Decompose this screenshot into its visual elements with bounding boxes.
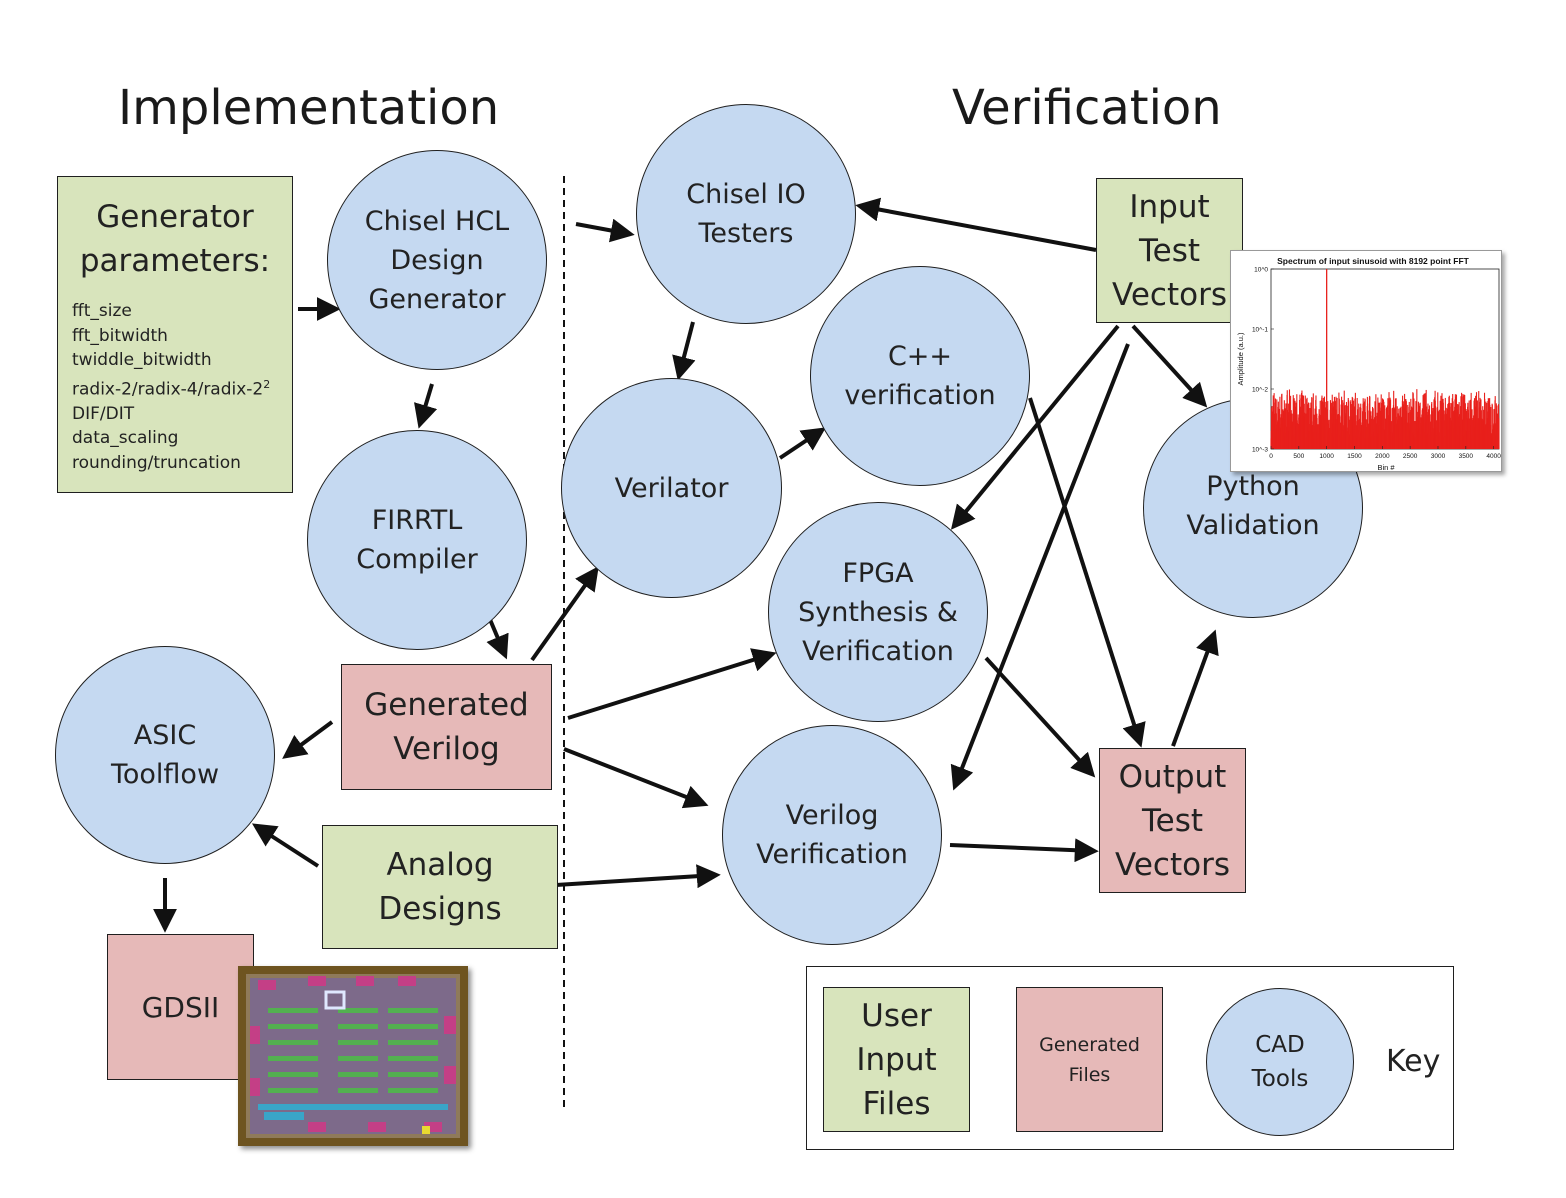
generator-parameters-box: Generator parameters: fft_size fft_bitwi… <box>57 176 293 493</box>
x-tick-label: 500 <box>1293 453 1304 460</box>
arrow-verilog-to-verilator <box>530 566 599 662</box>
verilog-verification-node: Verilog Verification <box>722 725 942 945</box>
firrtl-node: FIRRTL Compiler <box>307 430 527 650</box>
chisel-io-testers-node: Chisel IO Testers <box>636 104 856 324</box>
x-tick-label: 3500 <box>1459 453 1474 460</box>
arrow-chisel-to-firrtl <box>414 383 438 429</box>
arrow-input-to-python <box>1131 324 1208 408</box>
implementation-heading: Implementation <box>118 80 500 136</box>
fpga-node: FPGA Synthesis & Verification <box>768 502 988 722</box>
param-item: twiddle_bitwidth <box>72 350 212 370</box>
param-item: rounding/truncation <box>72 452 241 473</box>
y-tick-label: 10^-2 <box>1252 387 1268 394</box>
arrow-analog-to-verilogver <box>555 864 721 889</box>
arrow-input-to-fpga <box>950 324 1120 530</box>
x-tick-label: 2000 <box>1375 453 1390 460</box>
param-item: data_scaling <box>72 428 179 449</box>
x-tick-label: 4000 <box>1486 453 1501 460</box>
key-user-input-files: User Input Files <box>823 987 970 1132</box>
param-item: radix-2/radix-4/radix-22 <box>72 377 271 400</box>
y-tick-label: 10^-3 <box>1252 447 1268 454</box>
x-tick-label: 0 <box>1269 453 1273 460</box>
key-cad-tools: CAD Tools <box>1206 988 1354 1136</box>
arrow-output-to-python <box>1171 629 1219 747</box>
param-item: fft_bitwidth <box>72 325 168 346</box>
arrow-verilog-to-asic <box>282 720 334 759</box>
key-label: Key <box>1386 1044 1441 1079</box>
arrow-cpp-to-output <box>1028 397 1146 748</box>
arrow-verilog-to-fpga <box>567 648 777 720</box>
y-tick-label: 10^-1 <box>1252 327 1268 334</box>
chip-layout-image <box>238 966 468 1146</box>
chart-title: Spectrum of input sinusoid with 8192 poi… <box>1277 256 1470 266</box>
arrow-analog-to-asic <box>251 823 320 868</box>
x-tick-label: 2500 <box>1403 453 1418 460</box>
verilator-node: Verilator <box>561 378 782 598</box>
chisel-hcl-node: Chisel HCL Design Generator <box>327 150 547 370</box>
arrow-testers-to-verilator <box>672 321 696 381</box>
arrow-verilog-to-verilogver <box>563 747 709 809</box>
python-validation-node: Python Validation <box>1143 398 1363 618</box>
param-item: DIF/DIT <box>72 403 135 424</box>
x-tick-label: 3000 <box>1431 453 1446 460</box>
parameter-list: fft_size fft_bitwidth twiddle_bitwidth r… <box>72 299 270 475</box>
generated-verilog-box: Generated Verilog <box>341 664 552 790</box>
chart-xlabel: Bin # <box>1377 463 1395 472</box>
input-test-vectors-box: Input Test Vectors <box>1096 178 1243 323</box>
generator-parameters-title: Generator parameters: <box>79 199 271 279</box>
key-generated-files: Generated Files <box>1016 987 1163 1132</box>
arrow-chisel-to-testers <box>575 218 635 243</box>
arrow-fpga-to-output <box>984 656 1096 778</box>
verification-heading: Verification <box>952 80 1222 136</box>
output-test-vectors-box: Output Test Vectors <box>1099 748 1246 893</box>
analog-designs-box: Analog Designs <box>322 825 558 949</box>
arrow-input-to-testers <box>855 197 1097 252</box>
x-tick-label: 1500 <box>1347 453 1362 460</box>
x-tick-label: 1000 <box>1319 453 1334 460</box>
spectrum-chart: Spectrum of input sinusoid with 8192 poi… <box>1230 250 1502 472</box>
y-tick-label: 10^0 <box>1254 267 1268 274</box>
arrow-input-to-verilogver <box>950 343 1130 791</box>
chart-ylabel: Amplitude (a.u.) <box>1236 332 1245 385</box>
gdsii-box: GDSII <box>107 934 254 1080</box>
arrow-verilogver-to-output <box>949 838 1099 863</box>
cpp-verification-node: C++ verification <box>810 266 1030 486</box>
spectrum-plot: Spectrum of input sinusoid with 8192 poi… <box>1236 256 1501 472</box>
param-item: fft_size <box>72 301 132 321</box>
asic-toolflow-node: ASIC Toolflow <box>55 646 275 864</box>
arrow-verilator-to-cpp <box>778 427 826 460</box>
